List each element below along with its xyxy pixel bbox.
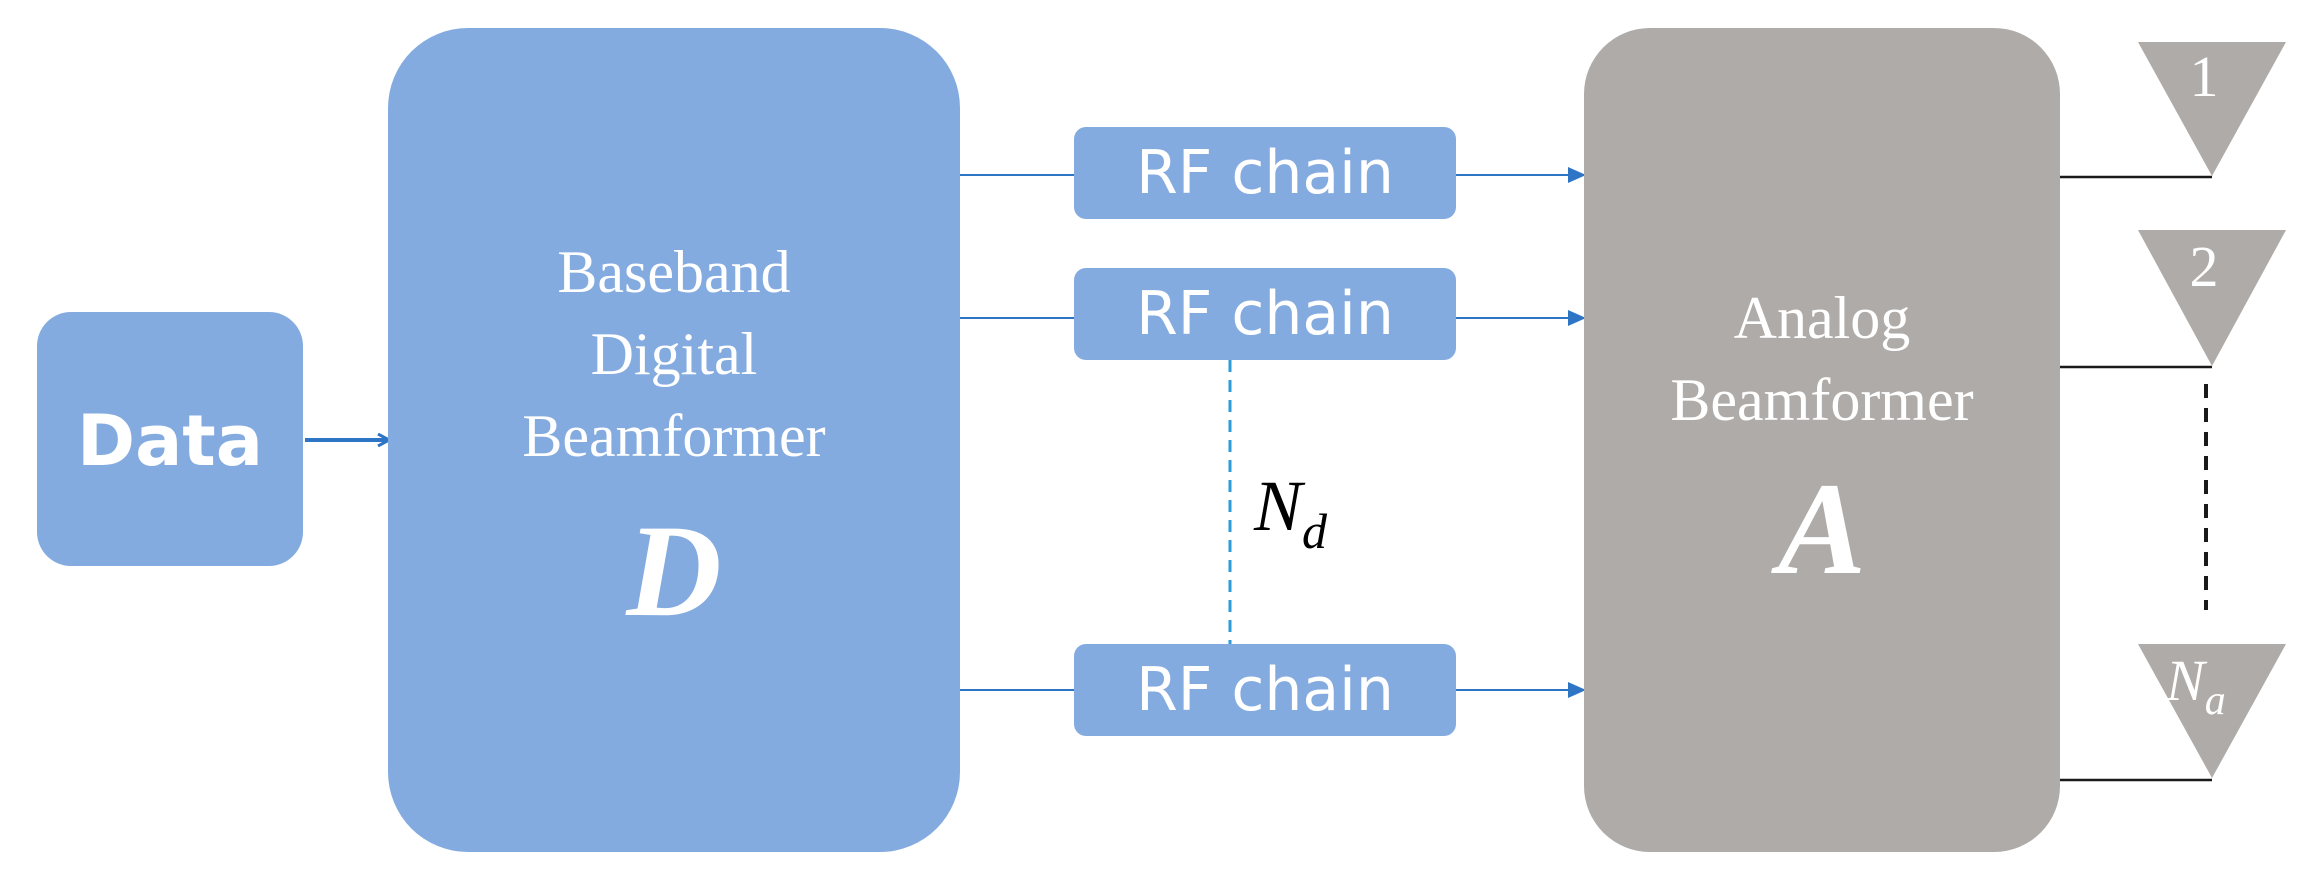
antenna-2: 2 xyxy=(2138,230,2286,366)
data-block: Data xyxy=(37,312,303,566)
rf-chain-3-label: RF chain xyxy=(1136,655,1394,725)
digital-beamformer-line2: Digital xyxy=(591,321,758,387)
analog-beamformer-line1: Analog xyxy=(1734,285,1911,351)
antenna-1-label: 1 xyxy=(2190,44,2219,109)
digital-beamformer-line1: Baseband xyxy=(557,239,790,305)
digital-beamformer-block: Baseband Digital Beamformer D xyxy=(388,28,960,852)
rf-chain-2-label: RF chain xyxy=(1136,279,1394,349)
analog-beamformer-block: Analog Beamformer A xyxy=(1584,28,2060,852)
digital-beamformer-symbol: D xyxy=(625,497,721,644)
antenna-2-label: 2 xyxy=(2190,234,2219,299)
digital-beamformer-line3: Beamformer xyxy=(522,403,825,469)
analog-beamformer-line2: Beamformer xyxy=(1670,367,1973,433)
antenna-last-label: Na xyxy=(2165,648,2226,724)
rf-chain-3: RF chain xyxy=(1074,644,1456,736)
analog-beamformer-symbol: A xyxy=(1771,455,1866,602)
data-label: Data xyxy=(77,400,263,482)
antenna-1: 1 xyxy=(2138,42,2286,176)
antenna-last: Na xyxy=(2138,644,2286,778)
rf-chain-1-label: RF chain xyxy=(1136,138,1394,208)
rf-chain-2: RF chain xyxy=(1074,268,1456,360)
rf-chain-1: RF chain xyxy=(1074,127,1456,219)
rf-count-label: Nd xyxy=(1253,466,1328,559)
